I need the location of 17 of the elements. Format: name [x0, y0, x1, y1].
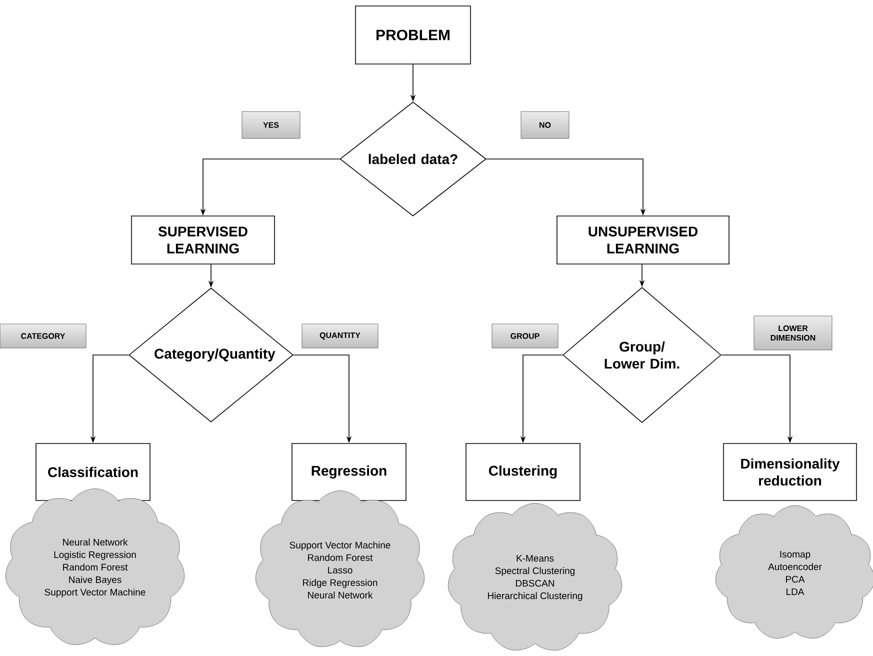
process-box: PROBLEM: [355, 6, 471, 64]
process-box: Regression: [292, 443, 406, 501]
algorithm-cloud: Support Vector Machine Random Forest Lasso Ridge Regression Neural Network: [255, 490, 425, 647]
tag-label: QUANTITY: [302, 324, 378, 348]
tag-label: CATEGORY: [0, 324, 86, 348]
tag-label: YES: [242, 111, 300, 139]
process-box: Classification: [36, 443, 150, 501]
process-box: UNSUPERVISED LEARNING: [556, 216, 730, 264]
process-box: Dimensionality reduction: [723, 443, 857, 501]
algorithm-cloud: Isomap Autoencoder PCA LDA: [715, 505, 873, 638]
tag-label: NO: [520, 111, 570, 139]
process-box: SUPERVISED LEARNING: [131, 216, 275, 264]
tag-label: LOWER DIMENSION: [754, 316, 832, 350]
algorithm-cloud: K-Means Spectral Clustering DBSCAN Hierarchical Clustering: [448, 503, 622, 650]
algorithm-cloud: Neural Network Logistic Regression Random Forest Naive Bayes Support Vector Machine: [5, 488, 185, 645]
process-box: Clustering: [466, 443, 580, 501]
tag-label: GROUP: [492, 324, 558, 348]
